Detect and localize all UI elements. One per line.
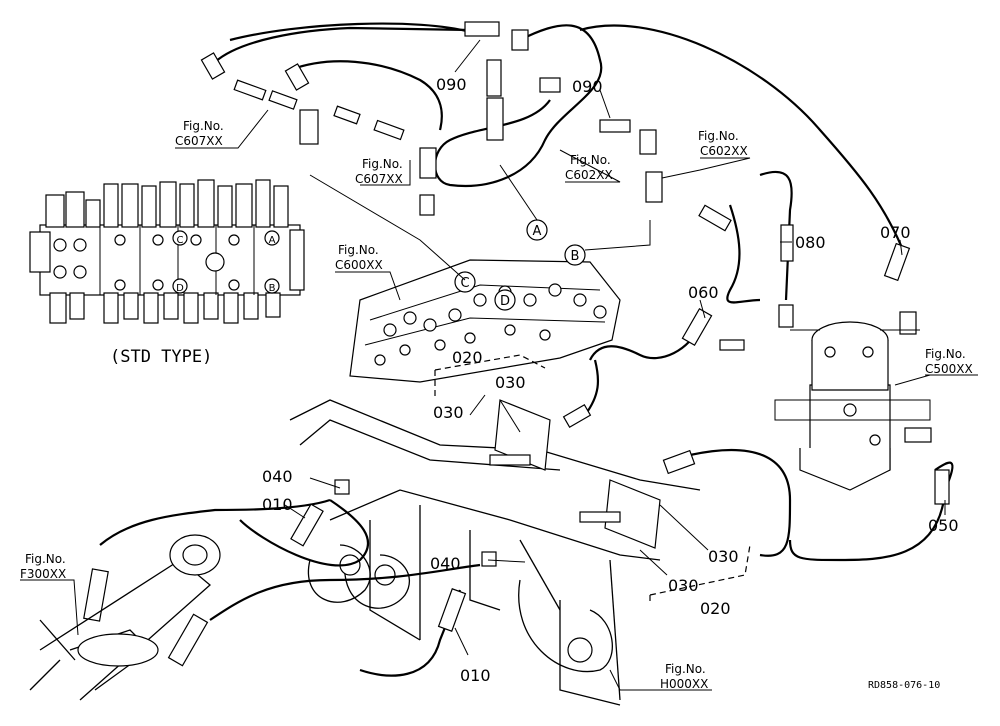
svg-text:C: C: [177, 235, 184, 246]
fig-ref-c500: Fig.No. C500XX: [925, 347, 973, 376]
callout-030-c: 030: [708, 547, 739, 566]
callout-010-a: 010: [262, 495, 293, 514]
fig-ref-c600: Fig.No. C600XX: [335, 243, 383, 272]
callout-020-a: 020: [452, 348, 483, 367]
std-type-caption: (STD TYPE): [110, 347, 212, 367]
fig-ref-c607-left: Fig.No. C607XX: [175, 119, 224, 148]
fig-ref-c607-mid: Fig.No. C607XX: [355, 157, 403, 186]
svg-text:B: B: [571, 249, 580, 264]
boom-cylinder: [29, 534, 221, 701]
callout-040-b: 040: [430, 554, 461, 573]
callout-070: 070: [880, 223, 911, 242]
svg-text:Fig.No.: Fig.No.: [665, 662, 706, 676]
svg-text:Fig.No.: Fig.No.: [570, 153, 611, 167]
callout-060: 060: [688, 283, 719, 302]
svg-text:D: D: [500, 294, 510, 309]
callout-050: 050: [928, 516, 959, 535]
svg-text:C602XX: C602XX: [700, 144, 748, 158]
svg-text:Fig.No.: Fig.No.: [183, 119, 224, 133]
valve-port-b: B: [264, 278, 280, 294]
svg-text:F300XX: F300XX: [20, 567, 66, 581]
fig-ref-f300: Fig.No. F300XX: [20, 552, 66, 581]
callout-080: 080: [795, 233, 826, 252]
svg-text:Fig.No.: Fig.No.: [338, 243, 379, 257]
callout-030-a: 030: [433, 403, 464, 422]
fig-ref-c602-mid: Fig.No. C602XX: [565, 153, 613, 182]
svg-text:C607XX: C607XX: [175, 134, 223, 148]
callout-030-d: 030: [668, 576, 699, 595]
port-c-marker: C: [454, 271, 476, 293]
fig-ref-c602-right: Fig.No. C602XX: [698, 129, 748, 158]
callout-010-b: 010: [460, 666, 491, 685]
svg-text:C500XX: C500XX: [925, 362, 973, 376]
svg-text:Fig.No.: Fig.No.: [698, 129, 739, 143]
callout-040-a: 040: [262, 467, 293, 486]
callout-090-a: 090: [436, 75, 467, 94]
svg-text:C: C: [460, 276, 469, 291]
swivel-joint: [774, 321, 931, 491]
port-b-marker: B: [564, 244, 586, 266]
callout-090-b: 090: [572, 77, 603, 96]
boom-bracket-frame: [289, 399, 701, 706]
valve-port-c: C: [172, 230, 188, 246]
control-valve-block: [349, 259, 621, 383]
port-a-marker: A: [526, 219, 548, 241]
std-type-control-valve: A B C D: [29, 179, 305, 324]
drawing-code: RD858-076-10: [868, 680, 940, 691]
svg-text:B: B: [269, 283, 276, 294]
svg-text:Fig.No.: Fig.No.: [925, 347, 966, 361]
svg-text:C600XX: C600XX: [335, 258, 383, 272]
svg-text:H000XX: H000XX: [660, 677, 708, 691]
svg-text:A: A: [533, 224, 542, 239]
svg-text:Fig.No.: Fig.No.: [362, 157, 403, 171]
svg-text:Fig.No.: Fig.No.: [25, 552, 66, 566]
callout-020-b: 020: [700, 599, 731, 618]
svg-text:C602XX: C602XX: [565, 168, 613, 182]
fig-ref-h000: Fig.No. H000XX: [660, 662, 708, 691]
svg-text:C607XX: C607XX: [355, 172, 403, 186]
boom-hoses: [83, 498, 481, 677]
valve-port-a: A: [264, 230, 280, 246]
callout-030-b: 030: [495, 373, 526, 392]
valve-port-d: D: [172, 278, 188, 294]
svg-text:A: A: [269, 235, 276, 246]
port-d-marker: D: [494, 289, 516, 311]
upper-hose-routing: [200, 21, 954, 562]
leader-lines: [20, 39, 978, 691]
svg-text:D: D: [176, 283, 184, 294]
